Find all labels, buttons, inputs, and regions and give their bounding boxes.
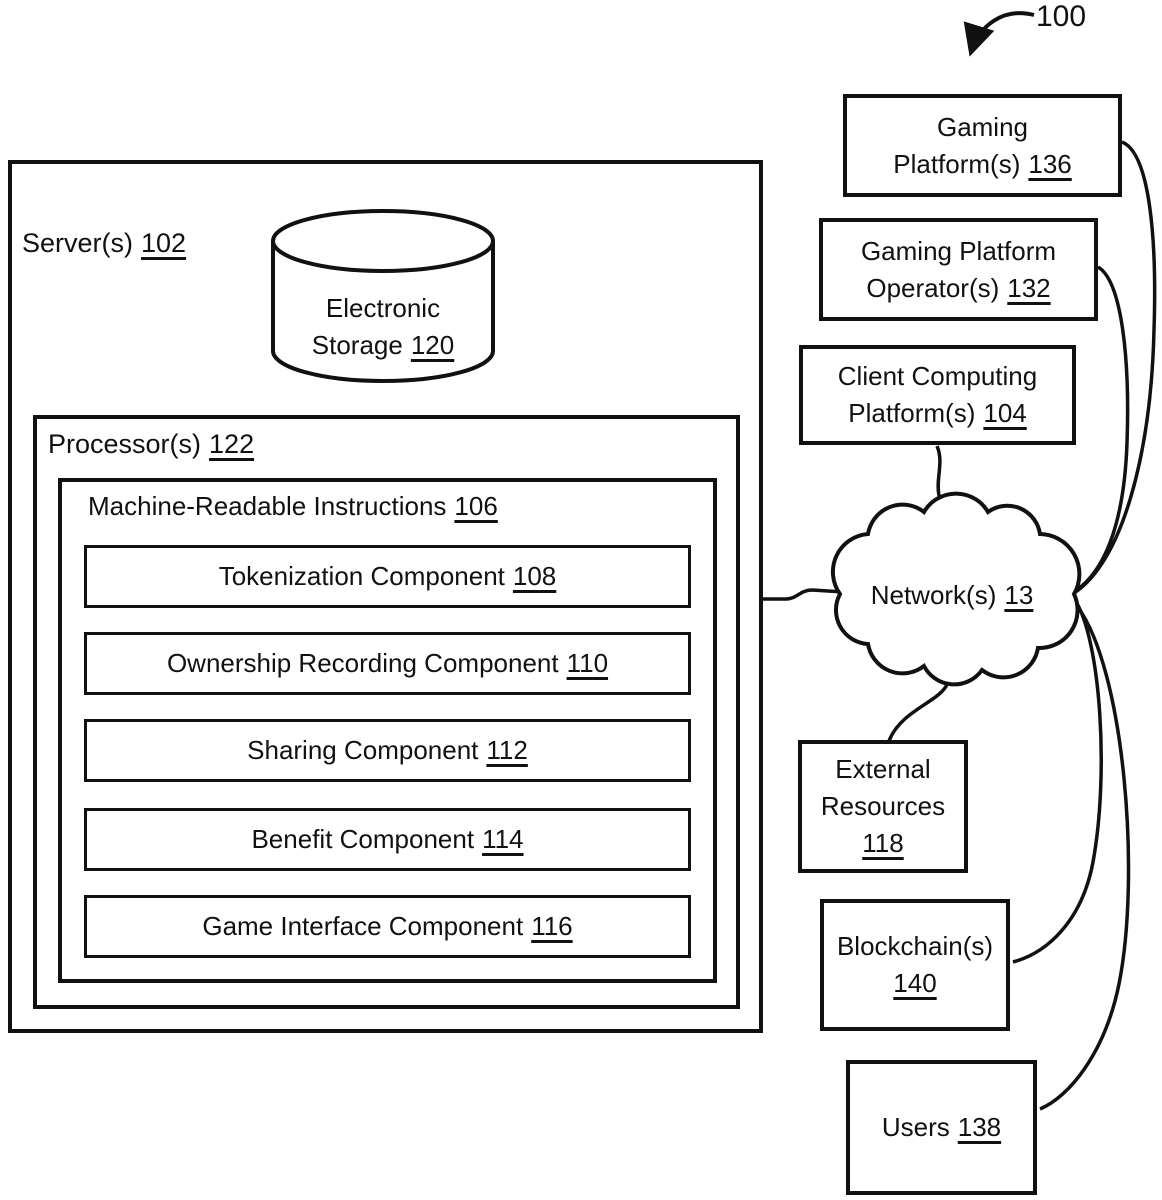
figure-ref-arrow xyxy=(963,11,1035,57)
blockchains-box: Blockchain(s) 140 xyxy=(820,899,1010,1031)
connector-operators-network xyxy=(1074,265,1130,593)
server-ref: 102 xyxy=(141,228,187,258)
network-cloud xyxy=(830,491,1082,687)
instructions-box xyxy=(58,478,717,983)
connector-gaming-platforms-network xyxy=(1073,140,1157,595)
gaming-platform-operators-box: Gaming Platform Operator(s)132 xyxy=(819,218,1098,321)
connector-server-network xyxy=(763,588,845,601)
server-box xyxy=(8,160,763,1033)
instructions-ref: 106 xyxy=(454,491,498,521)
processor-ref: 122 xyxy=(209,429,255,459)
processor-box xyxy=(33,415,740,1009)
processor-label: Processor(s)122 xyxy=(48,429,255,459)
network-label: Network(s)13 xyxy=(870,580,1034,610)
connector-network-blockchain xyxy=(1012,599,1103,964)
server-label: Server(s)102 xyxy=(22,228,187,258)
network-ref: 13 xyxy=(1004,580,1034,610)
gaming-platforms-box: Gaming Platform(s)136 xyxy=(843,94,1122,197)
figure-ref-label: 100 xyxy=(1036,0,1087,33)
connector-network-users xyxy=(1039,604,1131,1111)
electronic-storage-ref: 120 xyxy=(410,330,455,360)
client-computing-platforms-box: Client Computing Platform(s)104 xyxy=(799,345,1076,445)
electronic-storage-cylinder xyxy=(271,209,495,383)
external-resources-box: External Resources 118 xyxy=(798,740,968,873)
